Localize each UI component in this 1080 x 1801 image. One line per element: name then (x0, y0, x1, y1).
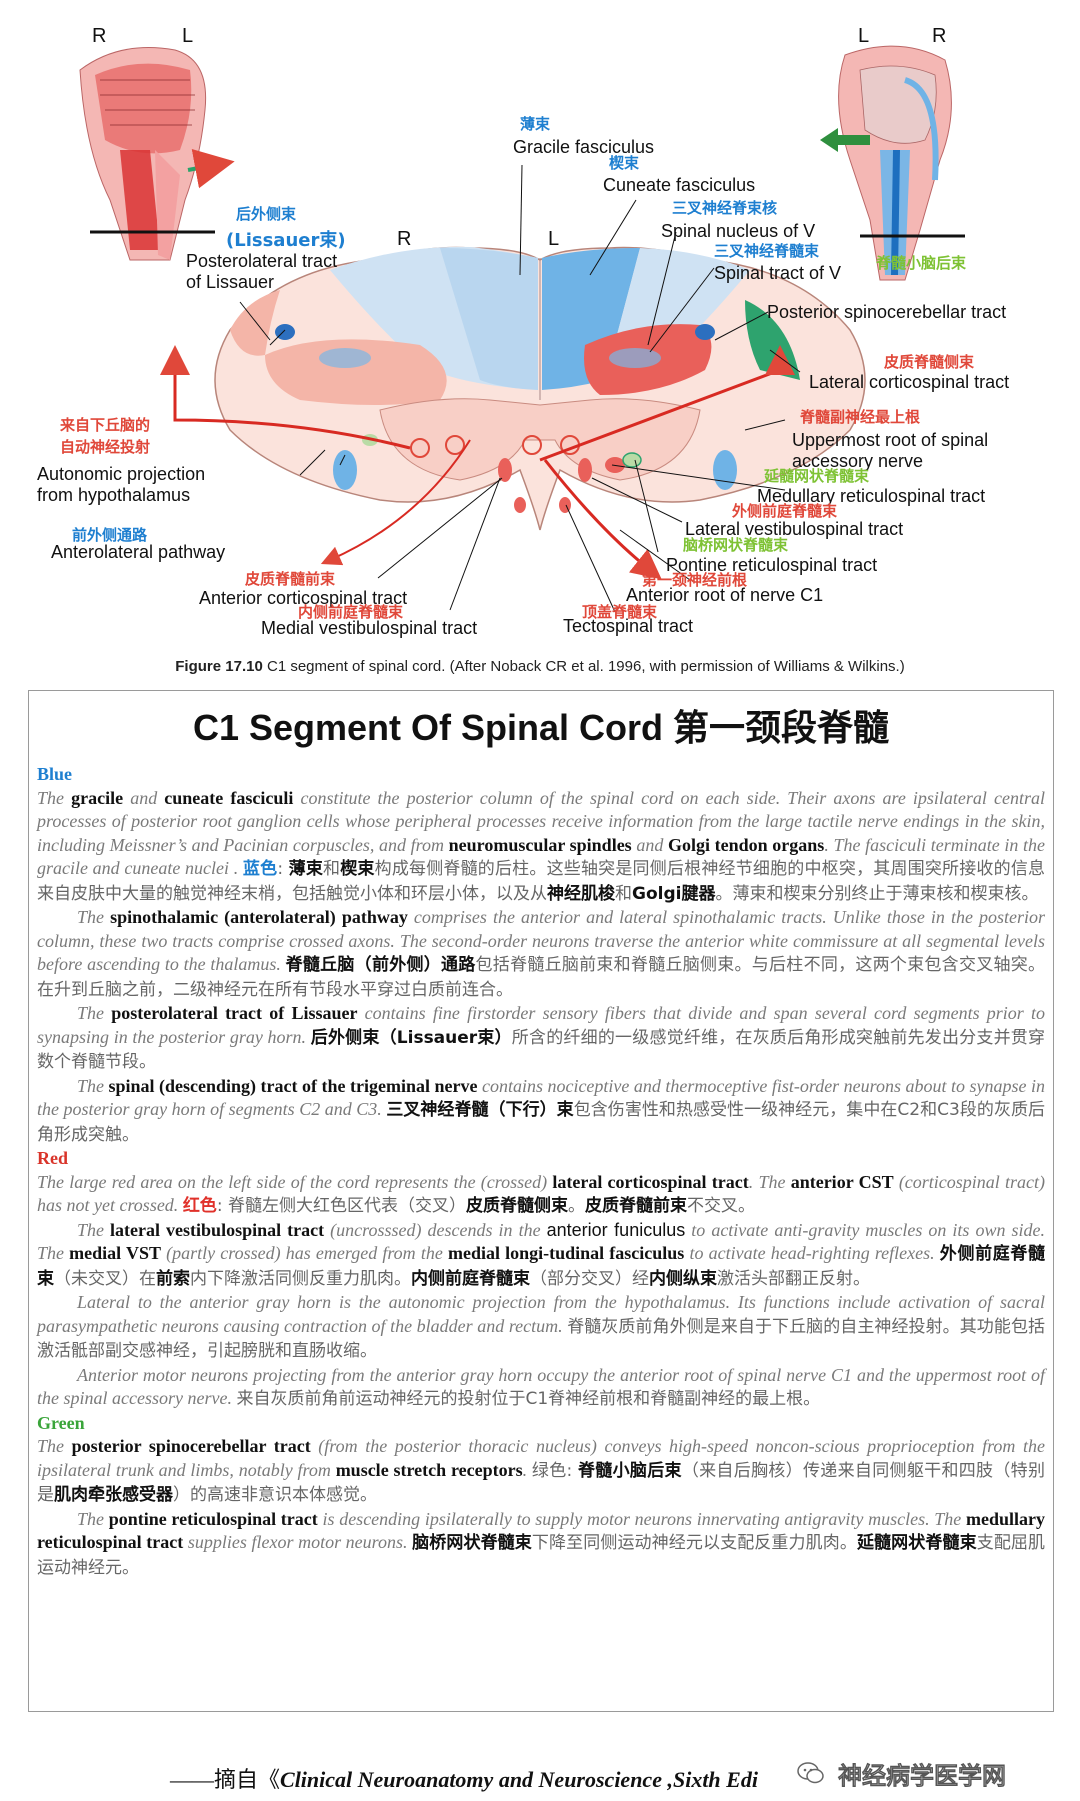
explanation-box: C1 Segment Of Spinal Cord 第一颈段脊髓 Blue Th… (28, 690, 1054, 1712)
medullary-rst-zh-label: 延髓网状脊髓束 (764, 467, 870, 485)
lissauer-en-label-2: of Lissauer (186, 272, 275, 292)
footer-book-title: Clinical Neuroanatomy and Neuroscience ,… (280, 1767, 758, 1792)
tectospinal-zh-label: 顶盖脊髓束 (582, 603, 658, 621)
lateral-vst-zh-label: 外侧前庭脊髓束 (732, 502, 838, 520)
section-heading-blue: Blue (37, 764, 73, 784)
paragraph-vestibulospinal: The lateral vestibulospinal tract (uncro… (37, 1219, 1046, 1289)
paragraph-autonomic: Lateral to the anterior gray horn is the… (37, 1292, 1046, 1361)
source-footer: ——摘自《Clinical Neuroanatomy and Neuroscie… (170, 1762, 758, 1794)
paragraph-spinocerebellar: The posterior spinocerebellar tract (fro… (37, 1436, 1046, 1505)
figure-caption-text: C1 segment of spinal cord. (After Noback… (266, 658, 905, 675)
autonomic-en-label-2: from hypothalamus (37, 485, 191, 505)
anterior-root-zh-label: 第一颈神经前根 (642, 571, 748, 589)
cord-l-label: L (548, 228, 560, 250)
autonomic-zh-label-2: 自动神经投射 (60, 438, 151, 456)
paragraph-reticulospinal: The pontine reticulospinal tract is desc… (37, 1508, 1046, 1578)
paragraph-trigeminal: The spinal (descending) tract of the tri… (37, 1075, 1046, 1145)
paragraph-corticospinal: The large red area on the left side of t… (37, 1171, 1046, 1217)
lateral-cst-zh-label: 皮质脊髓侧束 (884, 353, 975, 371)
autonomic-zh-label-1: 来自下丘脑的 (60, 416, 151, 434)
figure-caption-label: Figure 17.10 (175, 658, 263, 675)
medullary-rst-en-label: Medullary reticulospinal tract (757, 486, 986, 506)
tectospinal-en-label: Tectospinal tract (563, 616, 694, 636)
gracile-en-label: Gracile fasciculus (513, 137, 655, 157)
paragraph-gracile-cuneate: The gracile and cuneate fasciculi consti… (37, 787, 1046, 904)
leader-lines (239, 164, 801, 613)
right-inset-l-label: L (858, 25, 870, 47)
spinal-nucleus-zh-label: 三叉神经脊束核 (672, 199, 778, 217)
spinal-tract-zh-label: 三叉神经脊髓束 (714, 242, 820, 260)
figure-illustration (79, 45, 965, 613)
anterior-root-en-label: Anterior root of nerve C1 (626, 585, 824, 605)
left-inset-l-label: L (182, 25, 194, 47)
medial-vst-en-label: Medial vestibulospinal tract (261, 618, 478, 638)
box-body: Blue The gracile and cuneate fasciculi c… (37, 763, 1045, 1580)
cord-r-label: R (397, 228, 412, 250)
lissauer-en-label-1: Posterolateral tract (186, 251, 338, 271)
gracile-zh-label: 薄束 (520, 115, 551, 133)
left-inset-r-label: R (92, 25, 107, 47)
medial-vst-zh-label: 内侧前庭脊髓束 (298, 603, 404, 621)
autonomic-en-label-1: Autonomic projection (37, 464, 206, 484)
spinal-tract-en-label: Spinal tract of V (714, 263, 842, 283)
anterior-cst-en-label: Anterior corticospinal tract (199, 588, 408, 608)
paragraph-spinothalamic: The spinothalamic (anterolateral) pathwa… (37, 907, 1046, 1000)
anterior-cst-zh-label: 皮质脊髓前束 (245, 570, 336, 588)
cuneate-zh-label: 楔束 (609, 154, 640, 172)
cuneate-en-label: Cuneate fasciculus (603, 175, 756, 195)
cord-cross-section (160, 246, 866, 580)
anterolateral-zh-label: 前外侧通路 (72, 526, 148, 544)
post-spinocereb-en-label: Posterior spinocerebellar tract (767, 302, 1007, 322)
pontine-rst-zh-label: 脑桥网状脊髓束 (683, 536, 789, 554)
spinal-nucleus-en-label: Spinal nucleus of V (661, 221, 816, 241)
section-heading-red: Red (37, 1148, 68, 1168)
right-brainstem-inset (820, 45, 965, 281)
post-spinocereb-zh-label: 脊髓小脑后束 (876, 254, 967, 272)
wechat-icon (797, 1762, 824, 1784)
anterolateral-en-label: Anterolateral pathway (51, 542, 226, 562)
left-brainstem-inset (79, 47, 235, 261)
watermark-text: 神经病学医学网 (838, 1762, 1007, 1791)
pontine-rst-en-label: Pontine reticulospinal tract (666, 555, 878, 575)
box-title: C1 Segment Of Spinal Cord 第一颈段脊髓 (192, 707, 890, 748)
right-inset-r-label: R (932, 25, 947, 47)
uppermost-root-en-label-2: accessory nerve (792, 451, 924, 471)
lissauer-zh-label-2: (Lissauer束) (226, 230, 346, 251)
uppermost-root-zh-label: 脊髓副神经最上根 (800, 408, 921, 426)
uppermost-root-en-label-1: Uppermost root of spinal (792, 430, 989, 450)
spinal-cord-figure: R L L R R L 薄束 Gracile fasciculus 楔束 Cun… (0, 0, 1080, 680)
section-heading-green: Green (37, 1412, 85, 1433)
lissauer-zh-label-1: 后外侧束 (236, 205, 297, 223)
lateral-vst-en-label: Lateral vestibulospinal tract (685, 519, 904, 539)
paragraph-motor-neurons: Anterior motor neurons projecting from t… (37, 1364, 1045, 1410)
lateral-cst-en-label: Lateral corticospinal tract (809, 372, 1010, 392)
footer-prefix: ——摘自《 (170, 1767, 281, 1792)
paragraph-lissauer: The posterolateral tract of Lissauer con… (37, 1003, 1046, 1072)
figure-caption: Figure 17.10 C1 segment of spinal cord. … (0, 658, 1080, 675)
